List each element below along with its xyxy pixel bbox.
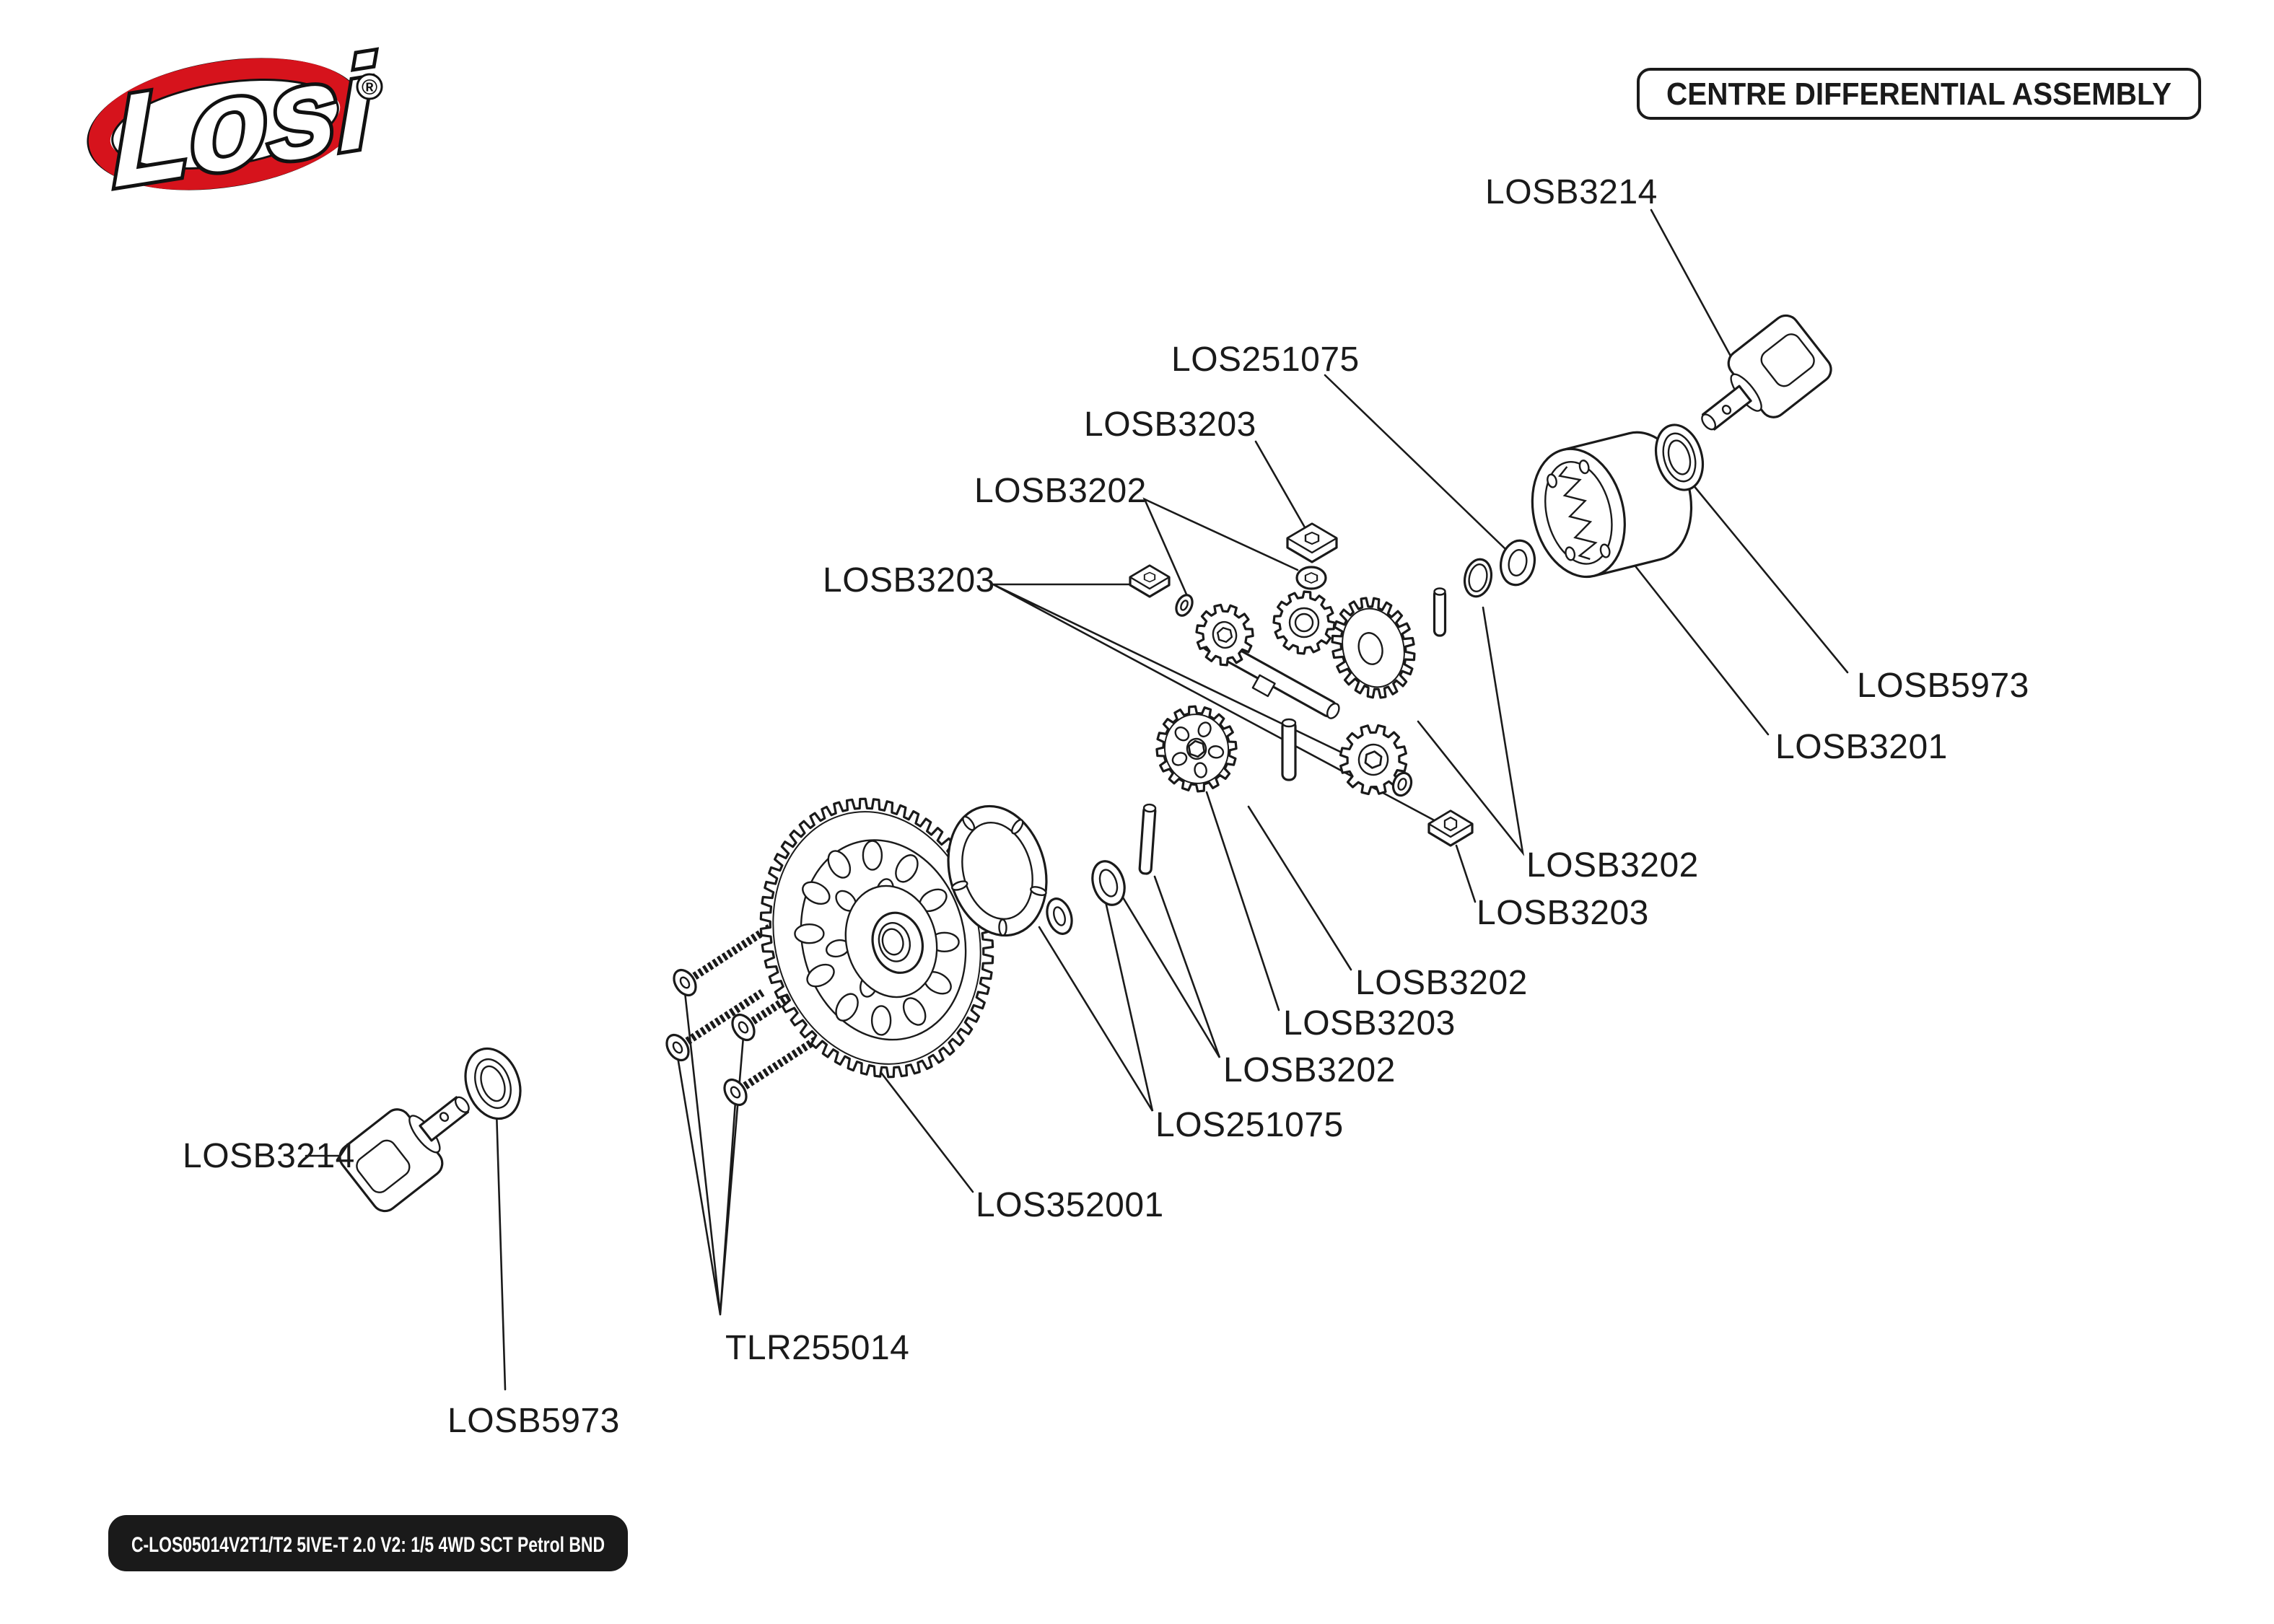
part-label-losb3202-mid: LOSB3202 xyxy=(1526,846,1699,885)
small-washer xyxy=(1175,594,1194,617)
small-ring xyxy=(1046,897,1073,935)
diff-washer xyxy=(1499,539,1536,587)
bearing-right xyxy=(1655,423,1704,491)
part-label-losb3203-left: LOSB3203 xyxy=(823,561,995,600)
square-diff-nut-left xyxy=(1129,564,1171,598)
logo-swoosh-icon xyxy=(88,58,362,190)
losi-logo: Losi ® xyxy=(87,25,383,218)
bearing-left xyxy=(464,1047,522,1120)
part-label-losb5973-right: LOSB5973 xyxy=(1857,667,2029,705)
part-labels: LOSB3214 LOS251075 LOSB3203 LOSB3202 LOS… xyxy=(183,173,2029,1440)
pin-right xyxy=(1433,587,1447,637)
part-label-losb3203-top: LOSB3203 xyxy=(1084,405,1256,444)
diff-pin xyxy=(1281,718,1297,781)
part-label-losb5973-left: LOSB5973 xyxy=(447,1402,620,1440)
part-label-losb3203-low: LOSB3203 xyxy=(1283,1004,1456,1043)
registered-mark-circle xyxy=(356,73,383,100)
pin xyxy=(1138,803,1157,875)
part-label-losb3202-low2: LOSB3202 xyxy=(1223,1051,1396,1089)
large-bevel-gear xyxy=(1331,597,1416,699)
page-title: CENTRE DIFFERENTIAL ASSEMBLY xyxy=(1666,76,2172,112)
diff-gasket xyxy=(947,804,1048,937)
model-code-badge: C-LOS05014V2T1/T2 5IVE-T 2.0 V2: 1/5 4WD… xyxy=(108,1515,628,1571)
title-box: CENTRE DIFFERENTIAL ASSEMBLY xyxy=(1637,68,2201,120)
part-label-los352001: LOS352001 xyxy=(976,1186,1164,1224)
housing-splines xyxy=(1558,466,1598,561)
spur-gear xyxy=(759,797,994,1079)
part-label-los251075-low: LOS251075 xyxy=(1155,1106,1344,1144)
hex-washer xyxy=(1295,566,1327,590)
model-code-text: C-LOS05014V2T1/T2 5IVE-T 2.0 V2: 1/5 4WD… xyxy=(131,1533,605,1557)
brand-wordmark: Losi xyxy=(111,28,377,215)
shim-ring xyxy=(1391,771,1413,797)
part-label-losb3202-low1: LOSB3202 xyxy=(1355,964,1528,1002)
part-label-losb3201: LOSB3201 xyxy=(1775,728,1948,766)
outdrive-coupler-left xyxy=(338,1096,470,1213)
registered-mark: ® xyxy=(362,76,377,100)
planet-bevel-gear xyxy=(1272,590,1336,655)
part-label-losb3202-top: LOSB3202 xyxy=(974,472,1147,510)
outdrive-coupler-right xyxy=(1701,314,1832,431)
square-diff-nut-top xyxy=(1286,522,1338,563)
planet-disc-gear xyxy=(1155,705,1238,793)
small-bevel-pinion xyxy=(1195,603,1254,667)
countersunk-screws xyxy=(665,924,831,1107)
part-label-losb3214-left: LOSB3214 xyxy=(183,1137,355,1175)
part-label-los251075-top: LOS251075 xyxy=(1171,341,1360,379)
logo-swoosh-inner xyxy=(111,79,339,170)
part-label-losb3214-top: LOSB3214 xyxy=(1485,173,1658,211)
diff-shim xyxy=(1463,558,1493,598)
part-label-tlr255014: TLR255014 xyxy=(725,1329,909,1367)
washer xyxy=(1091,860,1126,906)
part-label-losb3203-mid: LOSB3203 xyxy=(1477,894,1649,932)
lower-bevel-pinion xyxy=(1339,724,1408,796)
square-diff-nut-lower xyxy=(1427,809,1474,847)
